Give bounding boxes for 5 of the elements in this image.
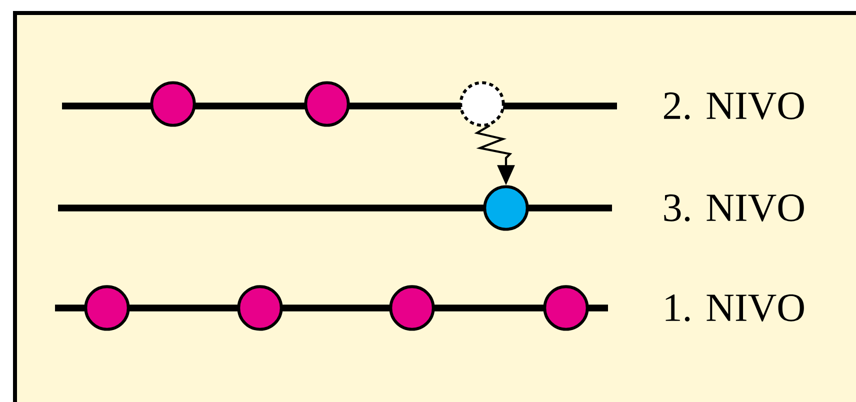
level-label: 3. NIVO bbox=[664, 194, 804, 222]
level-label: 2. NIVO bbox=[664, 92, 804, 120]
empty-state-circle bbox=[459, 81, 505, 127]
level-label: 1. NIVO bbox=[666, 294, 804, 322]
excited-particle bbox=[483, 185, 529, 231]
